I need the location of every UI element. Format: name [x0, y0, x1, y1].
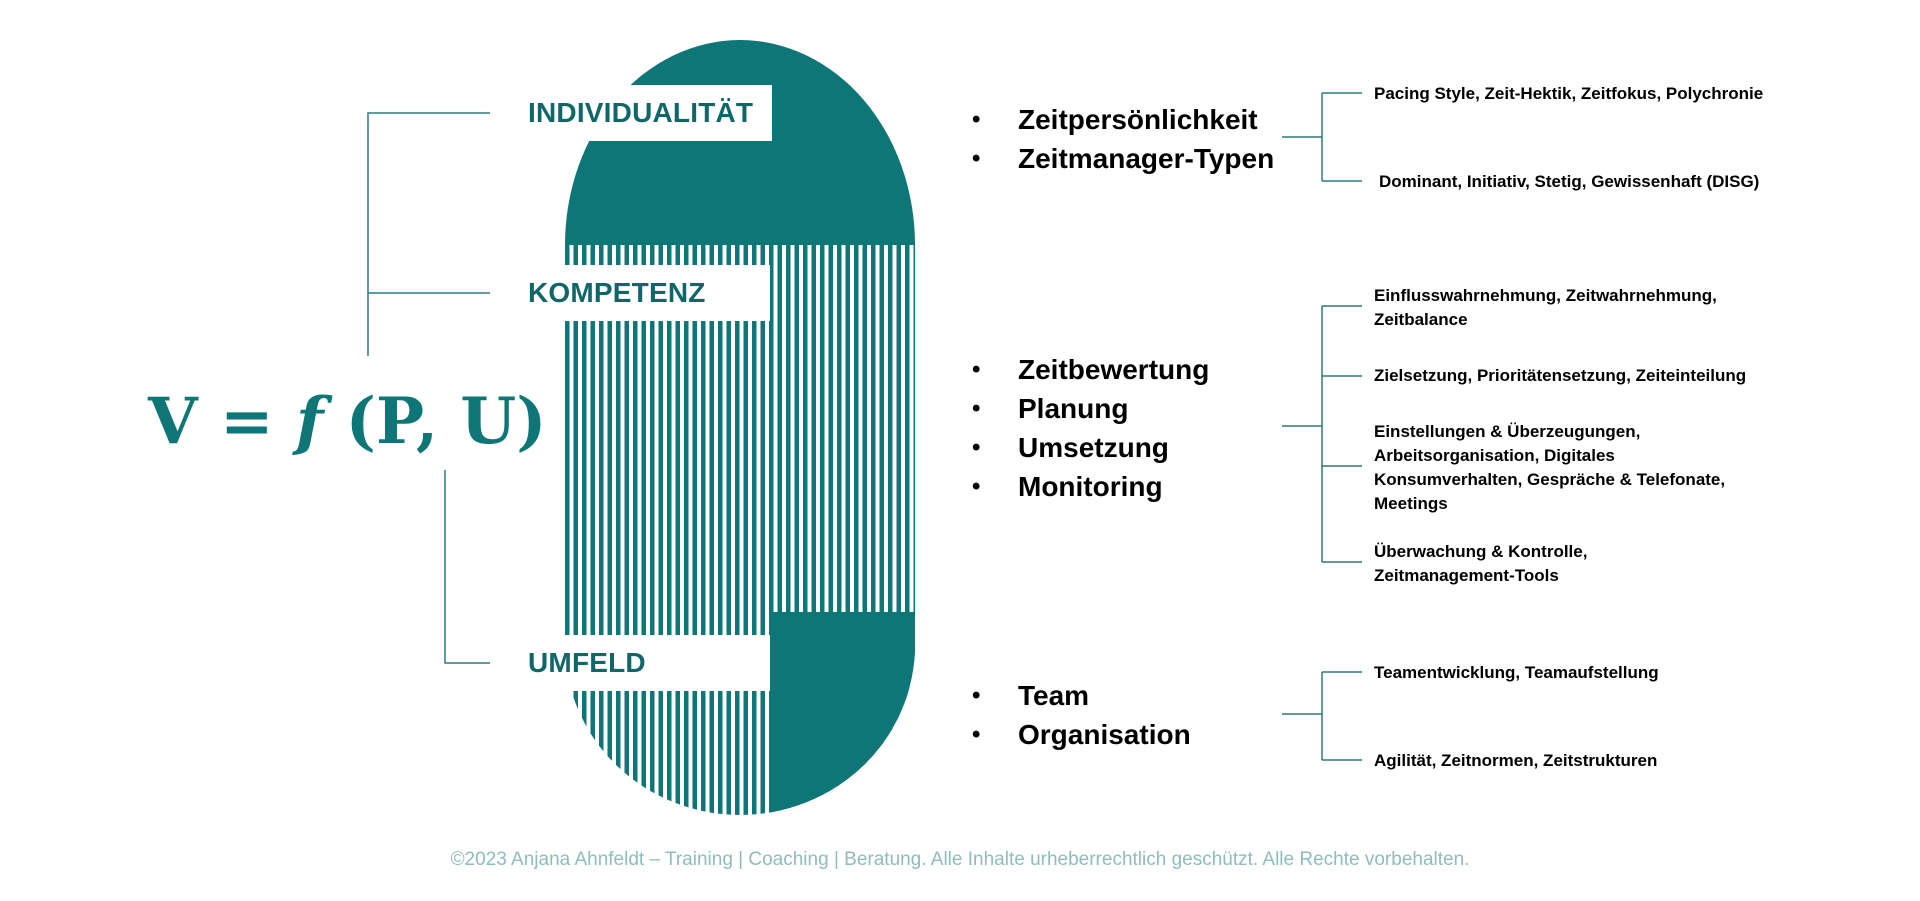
detail-kompetenz-3: Einstellungen & Überzeugungen, Arbeitsor…	[1374, 422, 1726, 513]
list-item: Organisation	[972, 715, 1191, 754]
capsule-stripe	[803, 245, 808, 815]
capsule-stripe	[616, 245, 621, 815]
detail-individualitaet-2: Dominant, Initiativ, Stetig, Gewissenhaf…	[1379, 172, 1760, 191]
capsule-stripe	[641, 245, 646, 815]
list-item: Zeitmanager-Typen	[972, 139, 1274, 178]
capsule-stripe	[811, 245, 816, 815]
detail-kompetenz-4: Überwachung & Kontrolle, Zeitmanagement-…	[1374, 542, 1588, 585]
capsule-stripe	[684, 245, 689, 815]
list-item: Zeitbewertung	[972, 350, 1209, 389]
detail-umfeld-1: Teamentwicklung, Teamaufstellung	[1374, 663, 1659, 682]
capsule-stripe	[735, 245, 740, 815]
connector-lines	[367, 92, 1362, 761]
capsule-stripe	[760, 245, 765, 815]
capsule-stripes	[565, 245, 915, 815]
copyright-footer: ©2023 Anjana Ahnfeldt – Training | Coach…	[450, 849, 1470, 870]
label-kompetenz: KOMPETENZ	[500, 265, 770, 321]
capsule-stripe	[573, 245, 578, 815]
capsule-stripe	[845, 245, 850, 815]
formula-fn: f	[295, 384, 324, 459]
capsule-stripe	[718, 245, 723, 815]
capsule-fill	[565, 40, 915, 815]
capsule-stripe	[726, 245, 731, 815]
capsule-stripe	[752, 245, 757, 815]
bullets-individualitaet: Zeitpersönlichkeit Zeitmanager-Typen	[972, 100, 1274, 178]
list-item: Umsetzung	[972, 428, 1209, 467]
capsule-stripe	[777, 245, 782, 815]
capsule-stripe	[769, 245, 774, 815]
capsule-stripe	[667, 245, 672, 815]
capsule-stripe	[590, 245, 595, 815]
bracket-individualitaet	[367, 112, 490, 356]
list-item: Planung	[972, 389, 1209, 428]
capsule-stripe	[871, 245, 876, 815]
capsule-stripe	[701, 245, 706, 815]
capsule-stripe	[913, 245, 915, 815]
detail-umfeld-2: Agilität, Zeitnormen, Zeitstrukturen	[1374, 751, 1658, 770]
formula-args: (P, U)	[345, 384, 547, 459]
capsule-stripe	[879, 245, 884, 815]
capsule-stripe	[837, 245, 842, 815]
capsule-stripe	[862, 245, 867, 815]
capsule-stripe	[599, 245, 604, 815]
bracket-umfeld	[444, 470, 490, 664]
list-item: Team	[972, 676, 1191, 715]
capsule-stripe	[582, 245, 587, 815]
capsule-stripe	[658, 245, 663, 815]
formula: V = f (P, U)	[148, 382, 546, 462]
capsule-stripe	[624, 245, 629, 815]
tree-umfeld-branches	[1322, 671, 1362, 761]
label-individualitaet: INDIVIDUALITÄT	[500, 85, 772, 141]
list-item: Zeitpersönlichkeit	[972, 100, 1274, 139]
capsule-stripe	[896, 245, 901, 815]
detail-individualitaet-1: Pacing Style, Zeit-Hektik, Zeitfokus, Po…	[1374, 84, 1764, 103]
tree-kompetenz-branches	[1322, 305, 1362, 563]
capsule-stripe	[820, 245, 825, 815]
bullets-kompetenz: Zeitbewertung Planung Umsetzung Monitori…	[972, 350, 1209, 506]
capsule-stripe	[854, 245, 859, 815]
detail-kompetenz-1: Einflusswahrnehmung, Zeitwahrnehmung, Ze…	[1374, 286, 1717, 329]
capsule-stripe	[786, 245, 791, 815]
formula-eq: =	[219, 384, 274, 459]
capsule-solid-bottom-right	[770, 612, 915, 815]
capsule-stripe	[650, 245, 655, 815]
capsule-stripe	[743, 245, 748, 815]
capsule-stripe	[675, 245, 680, 815]
capsule-stripe	[828, 245, 833, 815]
list-item: Monitoring	[972, 467, 1209, 506]
capsule-stripe	[888, 245, 893, 815]
label-umfeld: UMFELD	[500, 635, 770, 691]
bullets-umfeld: Team Organisation	[972, 676, 1191, 754]
capsule-stripe	[607, 245, 612, 815]
capsule-stripe	[794, 245, 799, 815]
capsule-stripe	[905, 245, 910, 815]
detail-kompetenz-2: Zielsetzung, Prioritätensetzung, Zeitein…	[1374, 366, 1747, 385]
capsule-stripe	[633, 245, 638, 815]
capsule-stripe	[692, 245, 697, 815]
capsule-stripe	[565, 245, 570, 815]
formula-lhs: V	[148, 384, 198, 459]
capsule-stripe	[709, 245, 714, 815]
tree-individualitaet-branches	[1322, 92, 1362, 182]
